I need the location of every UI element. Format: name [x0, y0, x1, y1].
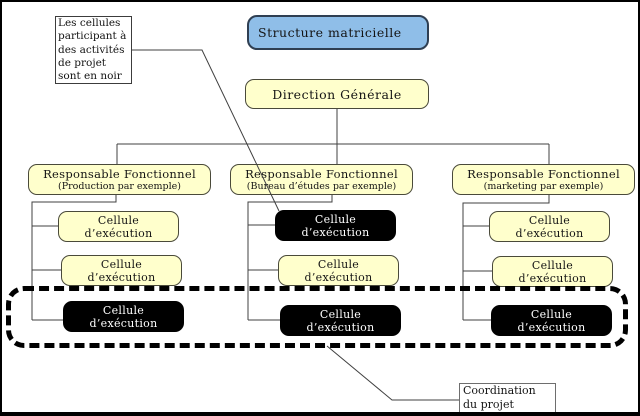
cell-line1: Cellule — [314, 212, 357, 226]
execution-cell: Cellule d’exécution — [278, 255, 399, 286]
execution-cell-project: Cellule d’exécution — [491, 305, 612, 336]
left-column-tree-line — [31, 195, 117, 321]
cell-line1: Cellule — [528, 213, 571, 227]
execution-cell: Cellule d’exécution — [489, 211, 610, 242]
execution-cell-project: Cellule d’exécution — [275, 210, 396, 241]
diagram-title: Structure matricielle — [247, 15, 429, 50]
execution-cell-project: Cellule d’exécution — [63, 301, 184, 332]
manager-subtitle: (Production par exemple) — [58, 180, 181, 192]
cell-line1: Cellule — [319, 307, 362, 321]
manager-title: Responsable Fonctionnel — [467, 166, 620, 181]
manager-title: Responsable Fonctionnel — [43, 166, 196, 181]
cell-line2: d’exécution — [306, 320, 375, 334]
manager-bureau-etudes-box: Responsable Fonctionnel (Bureau d’études… — [230, 164, 413, 195]
direction-generale-box: Direction Générale — [245, 79, 429, 109]
manager-subtitle: (marketing par exemple) — [483, 180, 604, 192]
cell-line1: Cellule — [530, 307, 573, 321]
cell-line2: d’exécution — [89, 316, 158, 330]
cell-line2: d’exécution — [301, 225, 370, 239]
execution-cell: Cellule d’exécution — [61, 255, 182, 286]
cell-line1: Cellule — [100, 257, 143, 271]
cell-line2: d’exécution — [304, 270, 373, 284]
manager-marketing-box: Responsable Fonctionnel (marketing par e… — [452, 164, 635, 195]
right-column-tree-line — [462, 195, 550, 321]
execution-cell-project: Cellule d’exécution — [280, 305, 401, 336]
middle-column-tree-line — [247, 195, 333, 321]
coordination-label: Coordination du projet — [459, 383, 556, 412]
cell-line1: Cellule — [317, 257, 360, 271]
splitter-line — [116, 143, 550, 164]
manager-subtitle: (Bureau d’études par exemple) — [246, 180, 397, 192]
cell-line2: d’exécution — [515, 226, 584, 240]
cell-line2: d’exécution — [87, 270, 156, 284]
manager-production-box: Responsable Fonctionnel (Production par … — [28, 164, 211, 195]
cell-line2: d’exécution — [517, 320, 586, 334]
legend-note: Les cellules participant à des activités… — [55, 16, 132, 84]
coordination-callout-line — [326, 345, 459, 401]
cell-line1: Cellule — [97, 213, 140, 227]
cell-line1: Cellule — [531, 258, 574, 272]
execution-cell: Cellule d’exécution — [58, 211, 179, 242]
cell-line1: Cellule — [102, 303, 145, 317]
execution-cell: Cellule d’exécution — [492, 256, 613, 287]
cell-line2: d’exécution — [518, 271, 587, 285]
cell-line2: d’exécution — [84, 226, 153, 240]
manager-title: Responsable Fonctionnel — [245, 166, 398, 181]
